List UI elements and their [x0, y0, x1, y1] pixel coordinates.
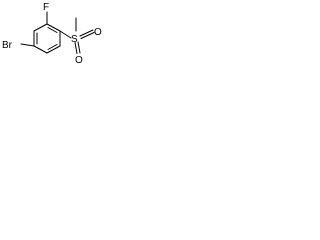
- ring-bond-c6-c1: [33, 45, 48, 54]
- atom-label-bromine: Br: [2, 40, 13, 51]
- ring-bond-c5-c6: [46, 45, 61, 54]
- bond-ring-to-sulfur: [59, 30, 72, 39]
- atom-label-fluorine: F: [43, 2, 49, 13]
- atom-label-sulfur: S: [71, 34, 78, 45]
- bond-ring-to-bromine: [20, 43, 35, 47]
- ring-double-bond-inner-bottom: [47, 44, 58, 50]
- bond-sulfur-oxygen-upper-b: [80, 32, 95, 39]
- chemical-structure: Br F S O O: [2, 2, 102, 66]
- ring-double-bond-inner-top: [47, 27, 58, 33]
- ring-bond-c2-c3: [33, 23, 48, 32]
- bond-sulfur-oxygen-upper-a: [79, 29, 94, 37]
- bond-sulfur-oxygen-lower-a: [77, 41, 81, 54]
- atom-label-oxygen-lower: O: [75, 55, 83, 66]
- ring-bond-c3-c4: [46, 23, 61, 32]
- benzene-ring: [33, 23, 61, 54]
- atom-label-oxygen-upper: O: [94, 27, 102, 38]
- bond-sulfur-oxygen-lower-b: [74, 42, 78, 54]
